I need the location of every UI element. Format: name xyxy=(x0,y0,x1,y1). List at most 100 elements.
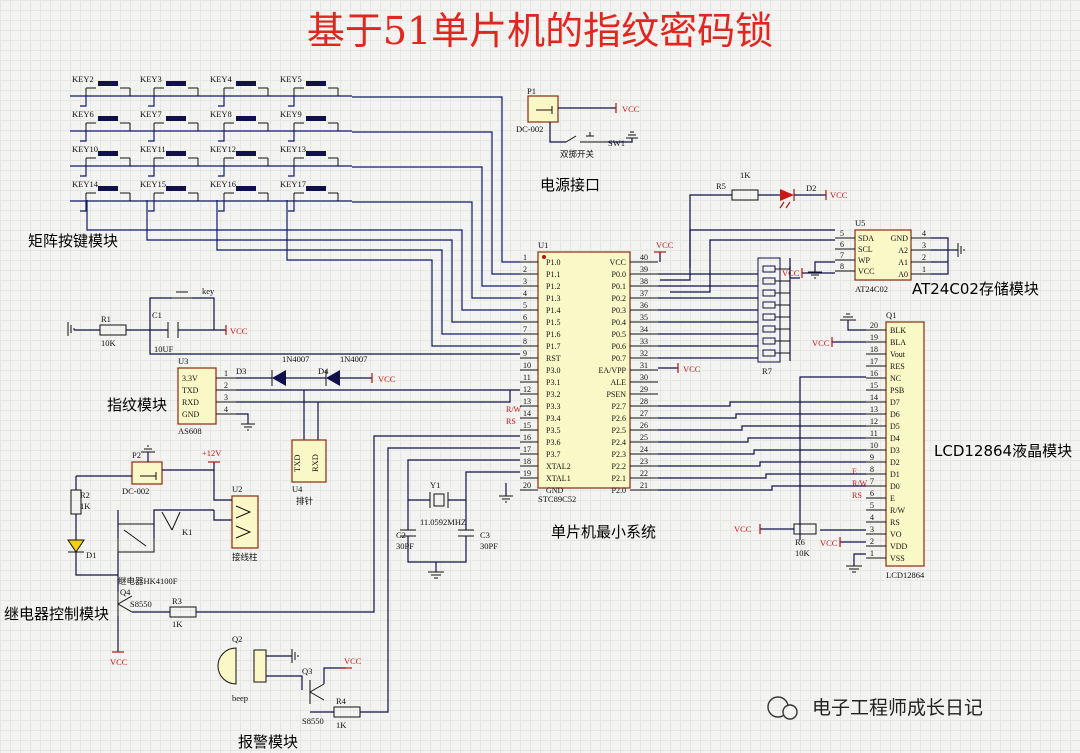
mcu-pin-name: GND xyxy=(546,486,564,495)
r4-value: 1K xyxy=(336,720,347,730)
eeprom-pin-num: 4 xyxy=(922,229,926,238)
keypad-key-key15: KEY15 xyxy=(140,179,199,212)
mcu-pin-num: 9 xyxy=(523,349,527,358)
p1-part: DC-002 xyxy=(516,124,543,134)
mcu-pin-name: P0.3 xyxy=(612,306,626,315)
lcd-pin-num: 18 xyxy=(870,345,878,354)
net-label-rs: RS xyxy=(506,417,516,426)
keypad-bus-wires xyxy=(86,96,520,347)
r5-value: 1K xyxy=(740,170,751,180)
mcu-pin-name: P1.2 xyxy=(546,282,560,291)
mcu-pin-num: 25 xyxy=(640,433,648,442)
crystal-oscillator: Y1 11.0592MHZ C2 30PF C3 30PF xyxy=(396,459,520,579)
mcu-pin-num: 2 xyxy=(523,265,527,274)
fp-pin-name: TXD xyxy=(182,386,199,395)
lcd-pin-name: D3 xyxy=(890,446,900,455)
fp-pin-name: 3.3V xyxy=(182,374,198,383)
lcd-pin-name: VO xyxy=(890,530,902,539)
u4-ref: U4 xyxy=(292,484,303,494)
mcu-stc89c52: U1 STC89C52 1P1.02P1.13P1.24P1.35P1.46P1… xyxy=(499,240,758,504)
mcu-pin-num: 17 xyxy=(523,445,531,454)
mcu-pin-name: P3.2 xyxy=(546,390,560,399)
lcd-pins: 20BLK19BLA18Vout17RES16NC15PSB14D713D612… xyxy=(866,321,908,563)
key-label: KEY12 xyxy=(210,144,236,154)
lcd-pin-name: PSB xyxy=(890,386,904,395)
lcd-pin-name: D5 xyxy=(890,422,900,431)
lcd-pin-num: 11 xyxy=(870,429,878,438)
mcu-pin-num: 22 xyxy=(640,469,648,478)
mcu-pin-name: XTAL1 xyxy=(546,474,571,483)
mcu-pin-num: 36 xyxy=(640,301,648,310)
q4-value: S8550 xyxy=(130,599,152,609)
section-alarm: 报警模块 xyxy=(238,733,298,751)
mcu-pin-name: P0.4 xyxy=(612,318,626,327)
key-label: KEY6 xyxy=(72,109,94,119)
mcu-pin-num: 30 xyxy=(640,373,648,382)
keypad-key-key9: KEY9 xyxy=(280,109,339,142)
mcu-pin-num: 15 xyxy=(523,421,531,430)
d3-ref: D3 xyxy=(236,366,246,376)
lcd-pin-name: E xyxy=(890,494,895,503)
lcd-pin-num: 3 xyxy=(870,525,874,534)
lcd-net-e: E xyxy=(852,467,857,476)
mcu-pin-name: VCC xyxy=(610,258,626,267)
fp-ref: U3 xyxy=(178,356,188,366)
eeprom-pin-name: WP xyxy=(858,256,871,265)
eeprom-pin-name: VCC xyxy=(858,267,874,276)
d2-ref: D2 xyxy=(806,183,816,193)
mcu-pin-name: P2.2 xyxy=(612,462,626,471)
c3-value: 30PF xyxy=(480,541,498,551)
d3-value: 1N4007 xyxy=(282,354,309,364)
fp-pin-num: 3 xyxy=(224,393,228,402)
mcu-pin-num: 3 xyxy=(523,277,527,286)
d4-ref: D4 xyxy=(318,366,329,376)
keypad-key-key14: KEY14 xyxy=(72,179,131,212)
mcu-pin-name: P2.5 xyxy=(612,426,626,435)
lcd-pin-num: 2 xyxy=(870,537,874,546)
mcu-pin-name: PSEN xyxy=(606,390,626,399)
c2-ref: C2 xyxy=(396,530,406,540)
mcu-pin-name: P3.3 xyxy=(546,402,560,411)
mcu-pin-name: P2.6 xyxy=(612,414,626,423)
mcu-pin-num: 34 xyxy=(640,325,648,334)
k1-ref: K1 xyxy=(182,527,192,537)
p2-part: DC-002 xyxy=(122,486,149,496)
lcd-pin-num: 4 xyxy=(870,513,874,522)
lcd-pin-name: D0 xyxy=(890,482,900,491)
mcu-pin-num: 13 xyxy=(523,397,531,406)
mcu-pin-num: 31 xyxy=(640,361,648,370)
r6-vcc-label: VCC xyxy=(734,524,752,534)
eeprom-pin-name: A2 xyxy=(898,246,908,255)
lcd-pin-num: 5 xyxy=(870,501,874,510)
lcd-body xyxy=(885,321,925,567)
vcc-label: VCC xyxy=(622,104,640,114)
mcu-pin-num: 28 xyxy=(640,397,648,406)
lcd-net-rw: R/W xyxy=(852,479,868,488)
eeprom-pin-name: A1 xyxy=(898,258,908,267)
eeprom-pin-num: 5 xyxy=(840,229,844,238)
c1-value: 10UF xyxy=(154,344,174,354)
keypad-key-key11: KEY11 xyxy=(140,144,199,177)
c2-value: 30PF xyxy=(396,541,414,551)
lcd-pin-num: 17 xyxy=(870,357,878,366)
mcu-pin-name: P0.1 xyxy=(612,282,626,291)
lcd12864-module: Q1 LCD12864 20BLK19BLA18Vout17RES16NC15P… xyxy=(734,310,925,580)
mcu-pin-name: P1.7 xyxy=(546,342,560,351)
mcu-pin-num: 24 xyxy=(640,445,648,454)
lcd-net-rs: RS xyxy=(852,491,862,500)
mcu-pin-num: 8 xyxy=(523,337,527,346)
key-label: KEY9 xyxy=(280,109,302,119)
mcu-pin-num: 40 xyxy=(640,253,648,262)
watermark-text: 电子工程师成长日记 xyxy=(812,697,983,719)
eeprom-pin-num: 8 xyxy=(840,262,844,271)
mcu-pin-num: 26 xyxy=(640,421,648,430)
section-fingerprint: 指纹模块 xyxy=(107,396,167,414)
mcu-pin-num: 32 xyxy=(640,349,648,358)
mcu-pin-name: P1.4 xyxy=(546,306,560,315)
ea-vcc-label: VCC xyxy=(683,364,701,374)
u4-pin-rxd: RXD xyxy=(310,454,320,472)
mcu-body xyxy=(537,251,631,489)
mcu-pin-name: P0.7 xyxy=(612,354,626,363)
mcu-pin-name: P3.4 xyxy=(546,414,560,423)
